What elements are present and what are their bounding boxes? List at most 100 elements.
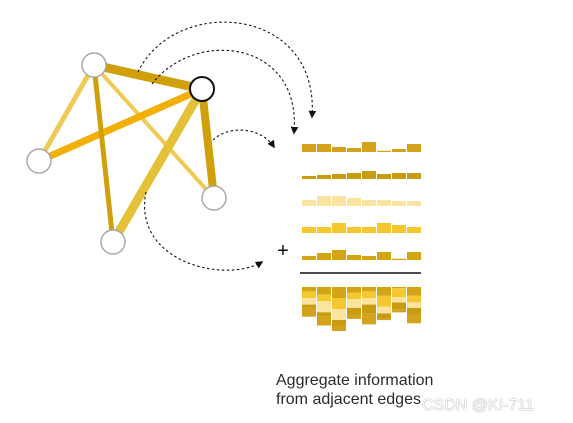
message-vector-cell bbox=[302, 200, 316, 206]
edge-center-to-left bbox=[37, 85, 204, 165]
edge-center-to-bottom bbox=[109, 86, 206, 245]
message-vector-row bbox=[302, 142, 421, 152]
message-vector-cell bbox=[377, 223, 391, 233]
aggregated-segment bbox=[332, 298, 346, 309]
message-vector-cell bbox=[392, 201, 406, 206]
arrow-middle bbox=[212, 129, 275, 149]
message-arrows bbox=[137, 21, 317, 271]
aggregated-segment bbox=[407, 302, 421, 308]
message-vector-cell bbox=[317, 144, 331, 152]
message-vector-cell bbox=[362, 227, 376, 233]
message-vector-cell bbox=[377, 174, 391, 179]
message-vector-cell bbox=[332, 223, 346, 233]
message-vector-cell bbox=[362, 171, 376, 179]
message-vector-cell bbox=[347, 198, 361, 206]
message-vector-cell bbox=[317, 227, 331, 233]
aggregated-segment bbox=[392, 309, 406, 313]
aggregated-segment bbox=[332, 320, 346, 326]
aggregated-segment bbox=[347, 287, 361, 293]
message-vector-cell bbox=[407, 227, 421, 233]
message-vector-cell bbox=[392, 149, 406, 152]
message-vector-cell bbox=[377, 200, 391, 206]
message-vector-cell bbox=[332, 196, 346, 206]
node-bottom bbox=[100, 229, 126, 255]
message-vector-cell bbox=[392, 258, 406, 260]
plus-sign: + bbox=[277, 240, 289, 262]
aggregated-segment bbox=[317, 294, 331, 302]
graph-edges bbox=[36, 60, 218, 245]
watermark: CSDN @KI-711 bbox=[422, 397, 534, 414]
aggregated-segment bbox=[392, 288, 406, 297]
message-vector-cell bbox=[302, 176, 316, 179]
aggregated-segment bbox=[317, 312, 331, 317]
message-vector-cell bbox=[347, 148, 361, 152]
aggregated-segment bbox=[302, 298, 316, 305]
aggregated-segment bbox=[302, 307, 316, 317]
node-center-selected bbox=[189, 76, 215, 102]
aggregated-segment bbox=[407, 287, 421, 296]
aggregated-segment bbox=[332, 325, 346, 331]
node-left bbox=[26, 148, 52, 174]
message-vector-row bbox=[302, 250, 421, 260]
message-vector-cell bbox=[332, 250, 346, 260]
message-vector-cell bbox=[392, 173, 406, 179]
message-vector-cell bbox=[317, 196, 331, 206]
message-vector-row bbox=[302, 223, 421, 233]
message-vector-cell bbox=[347, 227, 361, 233]
aggregated-message bbox=[302, 287, 421, 331]
aggregated-segment bbox=[347, 292, 361, 300]
aggregated-segment bbox=[392, 297, 406, 303]
caption-line-2: from adjacent edges bbox=[276, 391, 421, 408]
edge-top-to-bottom bbox=[91, 64, 116, 243]
aggregated-segment bbox=[317, 301, 331, 313]
aggregated-segment bbox=[362, 298, 376, 305]
aggregated-segment bbox=[407, 295, 421, 303]
message-vector-cell bbox=[332, 174, 346, 179]
caption: Aggregate information from adjacent edge… bbox=[276, 371, 516, 409]
aggregated-segment bbox=[302, 287, 316, 292]
message-vector-cell bbox=[302, 227, 316, 233]
message-vector-cell bbox=[347, 173, 361, 179]
aggregated-segment bbox=[362, 287, 376, 292]
node-right bbox=[201, 185, 227, 211]
message-vector-cell bbox=[332, 147, 346, 152]
aggregated-segment bbox=[407, 314, 421, 324]
aggregated-segment bbox=[302, 291, 316, 298]
message-vectors bbox=[302, 142, 421, 260]
message-vector-cell bbox=[317, 175, 331, 179]
aggregated-segment bbox=[392, 302, 406, 310]
aggregated-segment bbox=[362, 304, 376, 314]
message-vector-cell bbox=[407, 144, 421, 152]
edge-top-to-right bbox=[92, 63, 216, 200]
node-top bbox=[81, 52, 107, 78]
aggregated-segment bbox=[347, 299, 361, 308]
aggregated-segment bbox=[407, 307, 421, 315]
aggregated-segment bbox=[392, 287, 406, 289]
arrow-upper bbox=[151, 49, 299, 135]
aggregated-segment bbox=[377, 295, 391, 307]
message-vector-cell bbox=[407, 252, 421, 260]
message-vector-cell bbox=[377, 252, 391, 260]
message-vector-cell bbox=[392, 225, 406, 233]
message-vector-cell bbox=[317, 253, 331, 260]
message-vector-cell bbox=[407, 201, 421, 206]
edge-top-to-center bbox=[93, 60, 203, 94]
aggregated-segment bbox=[317, 287, 331, 295]
aggregated-segment bbox=[332, 309, 346, 320]
aggregated-segment bbox=[347, 307, 361, 315]
aggregated-segment bbox=[332, 287, 346, 298]
edge-center-to-right bbox=[198, 88, 218, 199]
message-vector-cell bbox=[302, 256, 316, 260]
aggregated-segment bbox=[362, 313, 376, 325]
message-vector-row bbox=[302, 171, 421, 179]
message-vector-row bbox=[302, 196, 421, 206]
aggregated-segment bbox=[377, 318, 391, 321]
graph-nodes bbox=[26, 52, 227, 255]
message-vector-cell bbox=[302, 144, 316, 152]
aggregated-segment bbox=[377, 287, 391, 296]
message-vector-cell bbox=[362, 256, 376, 260]
aggregated-segment bbox=[317, 316, 331, 326]
message-vector-cell bbox=[362, 200, 376, 206]
message-vector-cell bbox=[407, 173, 421, 179]
